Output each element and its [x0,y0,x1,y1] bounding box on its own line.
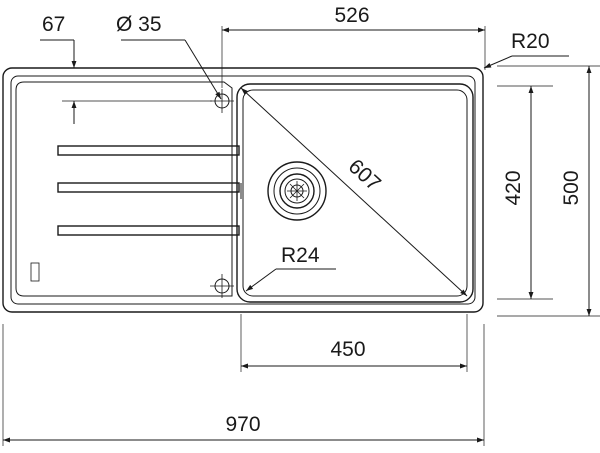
dimension-607: 607 [240,87,468,297]
sink-outline [2,67,484,313]
dimension-tap-hole: Ø 35 [116,13,222,100]
dimension-r24: R24 [245,244,336,292]
dimension-500: 500 [497,65,600,317]
dimension-420: 420 [497,85,553,300]
dimension-r20: R20 [483,30,569,69]
drainer-board [15,81,242,297]
dimension-67: 67 [40,13,212,124]
dimension-r24-label: R24 [281,244,320,267]
dimension-450-label: 450 [330,338,365,361]
dimension-526-label: 526 [334,4,369,27]
dimension-450: 450 [240,314,468,372]
tap-hole-bottom [210,274,234,298]
overflow-slot [30,262,40,282]
dimension-500-label: 500 [560,170,583,205]
dimension-970-label: 970 [225,413,260,436]
drain-waste [267,161,327,221]
dimension-67-label: 67 [42,13,65,36]
drainer-rib [57,225,240,236]
dimension-970: 970 [2,324,485,446]
dimension-tap-hole-label: Ø 35 [116,13,162,36]
dimension-607-label: 607 [344,155,385,196]
dimension-420-label: 420 [502,170,525,205]
drainer-rib [57,145,240,156]
tap-hole-top [210,89,234,113]
drainer-rib [57,182,240,193]
dimension-r20-label: R20 [511,30,550,53]
dimension-526: 526 [221,4,486,88]
